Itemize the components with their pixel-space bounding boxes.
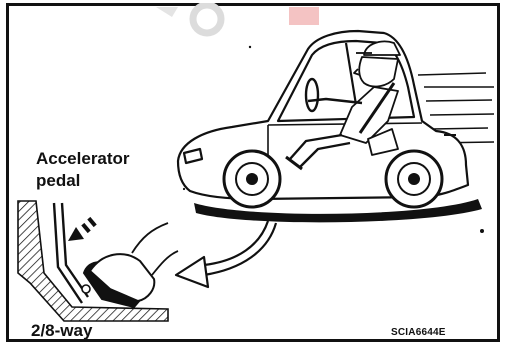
callout-arrow — [176, 221, 276, 287]
press-arrow-icon — [68, 217, 97, 241]
figure-code: SCIA6644E — [391, 327, 446, 339]
accelerator-label: Accelerator — [36, 149, 130, 169]
diagram-frame: Accelerator pedal 2/8-way SCIA6644E — [6, 3, 500, 342]
floor-panel — [18, 201, 168, 321]
travel-label: 2/8-way — [31, 321, 92, 341]
pedal-pivot — [82, 285, 90, 293]
pedal-label: pedal — [36, 171, 80, 191]
front-wheel — [224, 151, 280, 207]
watermark-logo — [156, 5, 319, 33]
rear-wheel — [386, 151, 442, 207]
pedal-detail — [18, 201, 178, 321]
